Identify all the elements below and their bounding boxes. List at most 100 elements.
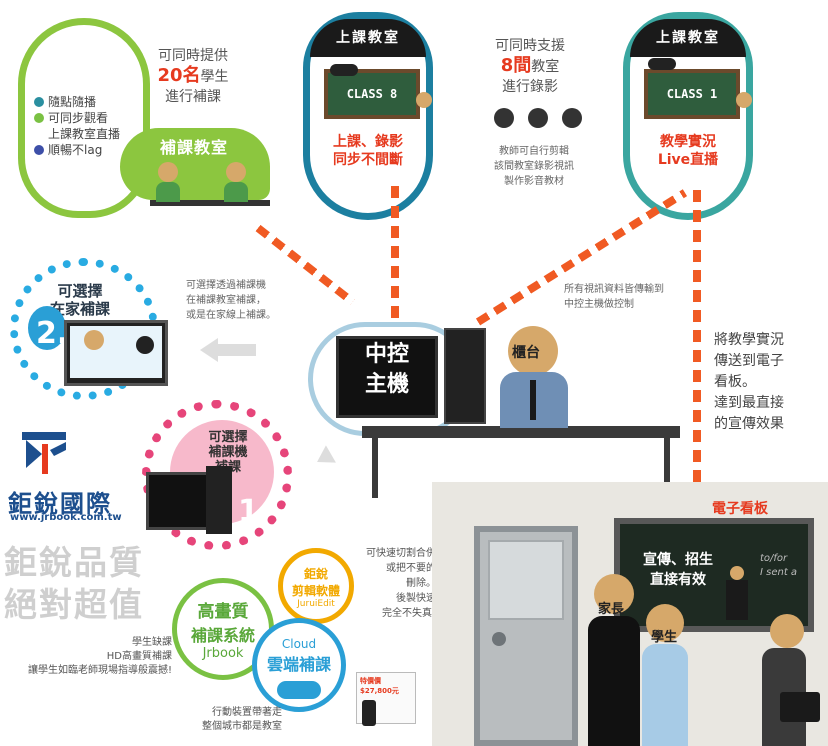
circle-line: 高畫質 [197,602,249,622]
circle-line: 雲端補課 [266,655,331,674]
note-line: 可同時支援 [495,38,565,54]
feature-label: 隨點隨播 [48,95,97,109]
classroom-count: 8間 [500,55,532,76]
brand-name: 鉅銳國際 [8,490,112,518]
note-line: 中控主機做控制 [564,299,634,310]
arrow-left-icon [200,338,218,362]
billboard-note: 將教學實況 傳送到電子 看板。 達到最直接 的宣傳效果 [714,330,820,435]
billboard-chalk-writing: to/for I sent a [760,552,797,580]
circle-line: 鉅銳 [303,567,328,581]
counter-label: 櫃台 [512,345,540,361]
chalkboard: CLASS 1 [644,69,740,119]
student-body [156,182,180,202]
dot-icon [494,108,514,128]
slogan-line: 絕對超值 [4,585,144,624]
note-line: 達到最直接 [714,395,784,411]
note-line: 進行補課 [165,89,221,105]
receptionist-figure-icon [508,326,558,376]
edit-software-note: 可快速切割合併 或把不要的 刪除。 後製快速 完全不失真! [346,546,436,621]
parent-body [588,616,640,746]
arrow-shaft [218,344,256,356]
circle-line: 補課系統 [190,626,255,645]
circle-line: JuruiEdit [297,599,335,609]
feature-list: 隨點隨播 可同步觀看 上課教室直播 順暢不lag [34,94,120,158]
student-label: 學生 [651,630,678,645]
title-line: 補課機 [208,445,248,460]
classroom-bubble-2: 上課教室 CLASS 1 教學實況 Live直播 [623,12,753,220]
classroom-caption: 同步不間斷 [333,152,403,168]
note-line: 教室 [531,59,560,75]
teacher-figure-icon [730,566,744,580]
student-body [224,182,248,202]
note-line: 進行錄影 [502,79,558,95]
chalk-line: to/for [760,553,788,564]
title-line: 可選擇 [208,430,248,445]
brand-slogan: 鉅銳品質 絕對超值 [4,542,144,626]
host-label-line: 主機 [364,372,409,397]
note-line: 完全不失真! [381,608,436,619]
bullet-dot-icon [34,97,44,107]
editing-note: 教師可自行剪輯 該間教室錄影視訊 製作影音教材 [474,144,594,189]
parent-figure-icon [594,574,634,614]
tie [530,380,536,420]
host-label-line: 中控 [364,342,409,367]
note-line: 刪除。 [406,578,436,589]
hd-system-note: 學生缺課 HD高畫質補課 讓學生如臨老師現場指導般震撼! [4,636,172,678]
desk-leg [372,438,378,498]
note-line: 整個城市都是教室 [202,721,282,732]
note-line: 製作影音教材 [504,176,564,187]
feature-label: 可同步觀看 [48,111,109,125]
note-line: 學生缺課 [132,637,172,648]
classroom-caption: Live直播 [657,152,719,168]
cloud-makeup-circle: Cloud 雲端補課 [252,618,346,712]
dot-icon [562,108,582,128]
feature-item: 可同步觀看 [34,110,120,126]
classroom-title: 上課教室 [310,19,426,57]
note-line: 看板。 [714,374,756,390]
student-figure-icon [136,336,154,354]
control-host-label: 中控 主機 [346,340,428,400]
note-line: 學生 [200,69,229,85]
door-window [488,540,564,620]
note-line: 可選擇透過補課機 [186,280,266,291]
note-line: 或把不要的 [386,563,436,574]
feature-label: 順暢不lag [48,143,103,157]
feature-item: 順暢不lag [34,142,120,158]
note-line: 所有視訊資料皆傳輸到 [564,284,664,295]
computer-tower [444,328,486,424]
teacher-figure-icon [84,330,104,350]
classroom-title: 上課教室 [630,19,746,57]
home-option-title: 可選擇 在家補課 [40,282,120,318]
note-line: 教師可自行剪輯 [499,146,569,157]
counter-desk [362,426,680,438]
monitor [336,336,438,418]
connector-line [391,186,399,322]
brand-url: www.jrbook.com.tw [10,512,122,523]
student-body [642,644,688,746]
student-figure-icon [226,162,246,182]
slogan-line: 鉅銳品質 [4,543,144,582]
parent-label: 家長 [598,602,625,617]
brand-logo-icon [22,432,66,474]
note-line: 可同時提供 [158,48,228,64]
electronic-billboard [614,518,814,632]
circle-line: Cloud [281,637,317,651]
billboard-text: 宣傳、招生 直接有效 [630,550,726,590]
desk-leg [664,438,670,498]
feature-item: 隨點隨播 [34,94,120,110]
title-line: 可選擇 [57,282,103,300]
connector-line [693,190,701,496]
camera-icon [330,64,358,76]
teacher-figure-icon [736,92,752,108]
teacher-figure-icon [416,92,432,108]
note-line: 在補課教室補課， [186,295,266,306]
billboard-line: 宣傳、招生 [643,552,713,568]
title-line: 在家補課 [49,300,110,318]
note-line: 的宣傳效果 [714,416,784,432]
option-number-badge [28,306,66,350]
note-line: 後製快速 [396,593,436,604]
briefcase-icon [780,692,820,722]
walking-man-figure-icon [770,614,804,648]
circle-line: Jrbook [202,646,244,661]
phone-icon [362,700,376,726]
